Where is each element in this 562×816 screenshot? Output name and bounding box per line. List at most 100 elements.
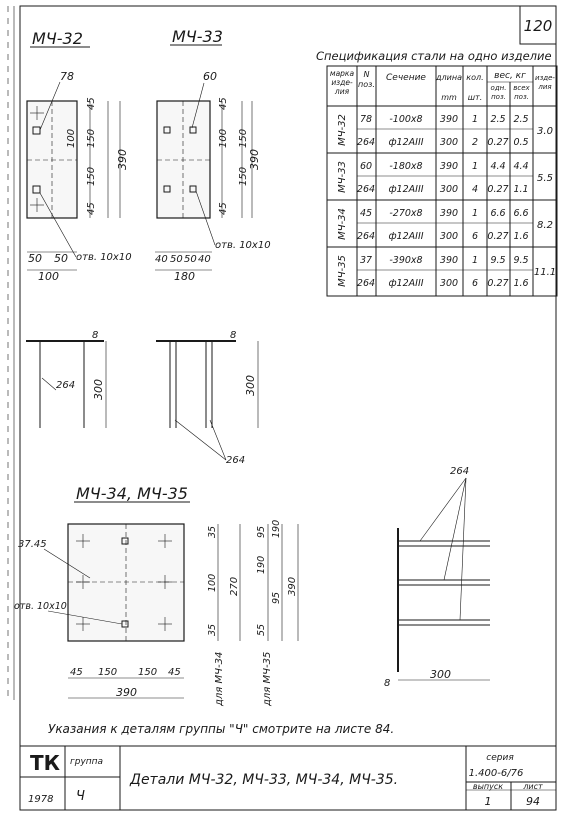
spec-mark: МЧ-35 (337, 255, 348, 287)
dim-b-mch33-0: 40 (155, 254, 168, 265)
hole-label-mch33: отв. 10х10 (215, 240, 271, 251)
dim-b-mch33-1: 50 (170, 254, 183, 265)
spec-header-qty: кол. (466, 73, 483, 82)
stamp-year: 1978 (28, 794, 53, 805)
spec-w1: 9.5 (490, 255, 505, 266)
spec-w1: 2.5 (490, 114, 505, 125)
stamp-issue: 1 (485, 795, 492, 808)
view-title-mch33: МЧ-33 (172, 27, 223, 46)
len-label-2: 300 (244, 375, 257, 396)
spec-wall: 6.6 (513, 208, 528, 219)
bar-label-2: 264 (226, 455, 245, 466)
spec-length: 300 (440, 231, 458, 242)
spec-section: ф12АIII (388, 231, 423, 242)
stamp-group-label: группа (70, 757, 103, 767)
dim-a-2: 35 (207, 624, 218, 636)
sheet-frame (7, 5, 557, 811)
spec-table: Спецификация стали на одно изделие марка… (316, 49, 558, 297)
spec-header-w-item: изде-лия (535, 74, 555, 91)
spec-section: ф12АIII (388, 278, 423, 289)
dim-b-mch32-1: 50 (54, 252, 68, 265)
spec-total: 11.1 (534, 267, 556, 278)
stamp-series: 1.400-6/76 (469, 768, 524, 779)
dim-bot-2: 150 (138, 667, 157, 678)
spec-pos: 37 (360, 255, 372, 266)
dim-b-5: 390 (287, 577, 298, 596)
thk-label-3: 8 (384, 678, 390, 689)
dim-v-mch32-3: 150 (86, 167, 97, 186)
spec-length: 300 (440, 184, 458, 195)
dim-a-0: 35 (207, 526, 218, 538)
view-side-2: 8 300 264 (156, 330, 259, 466)
stamp-title: Детали МЧ-32, МЧ-33, МЧ-34, МЧ-35. (129, 772, 398, 788)
spec-pos: 60 (360, 161, 372, 172)
spec-w1: 4.4 (490, 161, 505, 172)
len-label-1: 300 (92, 379, 105, 400)
len-label-3: 300 (430, 668, 451, 681)
spec-total: 8.2 (537, 220, 553, 231)
spec-header-length: длина (435, 73, 462, 82)
note-a: для МЧ-34 (214, 652, 225, 707)
spec-header-section: Сечение (386, 73, 426, 83)
view-mch3435-plan: МЧ-34, МЧ-35 37.45 отв. 10х10 35 100 35 … (14, 484, 299, 707)
spec-section: -270х8 (389, 208, 422, 219)
stamp-org: ТК (30, 751, 61, 775)
bar-label-3: 264 (450, 466, 469, 477)
note-b: для МЧ-35 (262, 652, 273, 707)
dim-v-mch32-1: 100 (66, 129, 77, 148)
view-title-mch32: МЧ-32 (32, 29, 83, 48)
dim-v-mch32-5: 390 (116, 149, 129, 170)
bar-label-1: 264 (56, 380, 75, 391)
spec-wall: 0.5 (513, 137, 528, 148)
dim-v-mch32-4: 45 (86, 202, 97, 215)
spec-wall: 2.5 (513, 114, 528, 125)
sheet-number: 120 (524, 17, 553, 35)
dim-v-mch33-1: 100 (218, 129, 229, 148)
spec-w1: 0.27 (487, 137, 508, 148)
dim-v-mch32-0: 45 (86, 97, 97, 110)
view-side-1: 8 264 300 (26, 330, 107, 428)
view-side-3: 264 300 8 (384, 466, 490, 689)
dim-bot-3: 45 (168, 667, 181, 678)
spec-header-qty-unit: шт. (468, 93, 483, 102)
hole-label-mch3435: отв. 10х10 (14, 601, 67, 612)
dim-v-mch33-4: 45 (218, 202, 229, 215)
spec-mark: МЧ-34 (337, 208, 348, 240)
spec-length: 390 (440, 161, 458, 172)
spec-wall: 4.4 (513, 161, 528, 172)
spec-length: 390 (440, 255, 458, 266)
spec-wall: 9.5 (513, 255, 528, 266)
dim-v-mch33-2: 150 (238, 129, 249, 148)
dim-b-4: 95 (271, 592, 282, 604)
dim-v-mch33-5: 390 (248, 149, 261, 170)
pos-label-mch32: 78 (60, 70, 74, 83)
spec-qty: 6 (472, 231, 478, 242)
sheet-number-box: 120 (519, 5, 557, 45)
spec-header-w-all: всех поз. (513, 84, 529, 101)
spec-wall: 1.1 (513, 184, 528, 195)
spec-qty: 6 (472, 278, 478, 289)
dim-bot-1: 150 (98, 667, 117, 678)
spec-section: -390х8 (389, 255, 422, 266)
spec-total: 5.5 (537, 173, 553, 184)
spec-section: -100х8 (389, 114, 422, 125)
spec-total: 3.0 (537, 126, 553, 137)
dim-b-mch33-4: 180 (174, 270, 195, 283)
dim-b-1: 190 (256, 556, 267, 574)
spec-pos: 264 (357, 184, 375, 195)
spec-w1: 0.27 (487, 184, 508, 195)
spec-header-mark: марка изде-лия (330, 69, 354, 96)
dim-bot-0: 45 (70, 667, 83, 678)
bottom-note: Указания к деталям группы "Ч" смотрите н… (48, 722, 394, 736)
thk-label-2: 8 (230, 330, 236, 341)
dim-b-mch33-2: 50 (184, 254, 197, 265)
dim-v-mch33-0: 45 (218, 97, 229, 110)
stamp-issue-label: выпуск (473, 782, 503, 791)
spec-qty: 1 (472, 161, 478, 172)
spec-mark: МЧ-32 (337, 114, 348, 146)
dim-b-mch32-0: 50 (28, 252, 42, 265)
spec-length: 390 (440, 208, 458, 219)
dim-b-2: 55 (256, 624, 267, 636)
spec-pos: 264 (357, 231, 375, 242)
